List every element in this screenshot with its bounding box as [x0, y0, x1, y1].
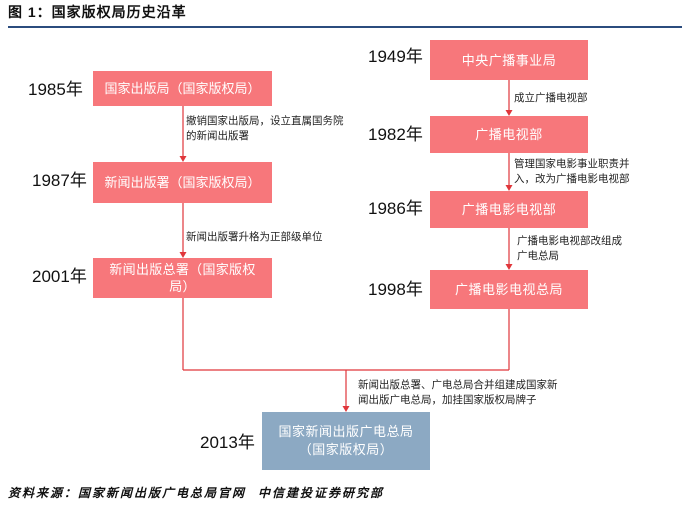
node-box-press-2001: 新闻出版总署（国家版权 局）: [93, 258, 272, 298]
transition-note-merger: 新闻出版总署、广电总局合并组建成国家新 闻出版广电总局，加挂国家版权局牌子: [358, 378, 558, 408]
source-footer: 资料来源：国家新闻出版广电总局官网中信建投证券研究部: [8, 485, 384, 501]
year-label-1987: 1987年: [32, 171, 87, 190]
transition-note-broadcast-3: 广播电影电视部改组成 广电总局: [517, 234, 622, 264]
node-box-text: （国家版权局）: [298, 442, 394, 457]
transition-note-line: 广播电影电视部改组成: [517, 235, 622, 247]
transition-note-line: 新闻出版署升格为正部级单位: [186, 231, 323, 243]
transition-note-line: 管理国家电影事业职责并: [514, 158, 630, 170]
node-box-text: 广播电视部: [475, 127, 543, 142]
arrowhead-broadcast-1986: [505, 185, 513, 191]
node-box-broadcast-1998: 广播电影电视总局: [430, 270, 588, 309]
transition-note-press-2: 新闻出版署升格为正部级单位: [186, 230, 323, 245]
transition-note-line: 广电总局: [517, 250, 559, 262]
transition-note-line: 新闻出版总署、广电总局合并组建成国家新: [358, 379, 558, 391]
transition-note-press-1: 撤销国家出版局，设立直属国务院 的新闻出版署: [186, 114, 344, 144]
node-box-text: 国家出版局（国家版权局）: [104, 81, 261, 96]
node-box-text: 国家新闻出版广电总局: [278, 424, 414, 439]
transition-note-line: 成立广播电视部: [514, 92, 588, 104]
node-box-text: 广播电影电视部: [461, 202, 557, 217]
year-label-1949: 1949年: [368, 47, 423, 66]
arrowhead-press-1987: [179, 156, 187, 162]
year-label-2001: 2001年: [32, 267, 87, 286]
year-label-1985: 1985年: [28, 80, 83, 99]
node-box-text: 中央广播事业局: [461, 52, 557, 68]
arrowhead-broadcast-1982: [505, 110, 513, 116]
node-box-broadcast-1949: 中央广播事业局: [430, 40, 588, 80]
arrowhead-press-2001: [179, 252, 187, 258]
source-note: 资料来源：国家新闻出版广电总局官网: [8, 486, 247, 500]
transition-note-line: 入，改为广播电影电视部: [514, 173, 630, 185]
arrowhead-broadcast-1998: [505, 264, 513, 270]
source-attribution: 中信建投证券研究部: [258, 486, 385, 500]
transition-note-broadcast-2: 管理国家电影事业职责并 入，改为广播电影电视部: [514, 157, 630, 187]
figure-title: 图 1：国家版权局历史沿革: [8, 4, 187, 20]
node-box-merged-2013: 国家新闻出版广电总局 （国家版权局）: [262, 412, 430, 470]
year-label-1982: 1982年: [368, 125, 423, 144]
year-label-1986: 1986年: [368, 199, 423, 218]
year-label-2013: 2013年: [200, 433, 255, 452]
node-box-text: 新闻出版总署（国家版权: [109, 262, 256, 277]
node-box-broadcast-1986: 广播电影电视部: [430, 191, 588, 228]
node-box-press-1987: 新闻出版署（国家版权局）: [93, 162, 272, 203]
node-box-broadcast-1982: 广播电视部: [430, 116, 588, 153]
arrowhead-merged-2013: [342, 406, 350, 412]
node-box-text: 新闻出版署（国家版权局）: [104, 175, 261, 190]
node-box-press-1985: 国家出版局（国家版权局）: [93, 71, 272, 106]
transition-note-broadcast-1: 成立广播电视部: [514, 91, 588, 106]
year-label-1998: 1998年: [368, 280, 423, 299]
transition-note-line: 的新闻出版署: [186, 130, 249, 142]
node-box-text: 局）: [169, 279, 196, 294]
title-rule: [8, 26, 682, 28]
transition-note-line: 闻出版广电总局，加挂国家版权局牌子: [358, 394, 537, 406]
transition-note-line: 撤销国家出版局，设立直属国务院: [186, 115, 344, 127]
node-box-text: 广播电影电视总局: [454, 282, 563, 297]
